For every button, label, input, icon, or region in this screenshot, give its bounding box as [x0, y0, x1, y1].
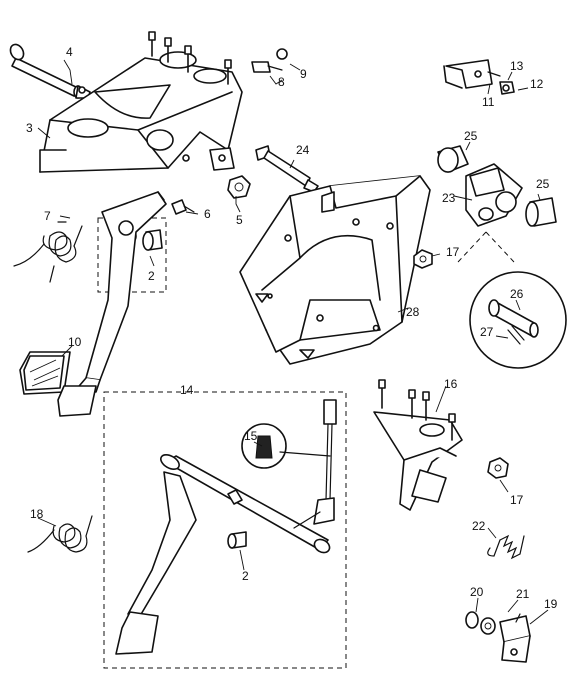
- callout-22: 22: [472, 519, 486, 533]
- clutch-pedal-assembly: [115, 399, 337, 655]
- callout-11: 11: [482, 95, 495, 109]
- callout-24: 24: [296, 143, 310, 157]
- callout-2-upper: 2: [148, 269, 155, 283]
- small-spring: [487, 534, 525, 560]
- brake-pedal-arm: [73, 191, 167, 393]
- callout-10: 10: [68, 335, 82, 349]
- small-bracket-set: [443, 59, 515, 95]
- callout-20: 20: [470, 585, 484, 599]
- main-mounting-bracket: [239, 175, 431, 365]
- callout-14: 14: [180, 383, 194, 397]
- pedal-pad: [19, 351, 97, 417]
- callout-labels: 4 3 8 9 13 12 11 25 24 23 25 5 6 7 2 17 …: [26, 45, 558, 611]
- callout-15: 15: [244, 429, 258, 443]
- callout-3: 3: [26, 121, 33, 135]
- callout-5: 5: [236, 213, 243, 227]
- nut-and-bolt: [171, 175, 251, 215]
- clevis-pin-detail: [469, 271, 567, 369]
- callout-8: 8: [278, 75, 285, 89]
- callout-13: 13: [510, 59, 524, 73]
- clip-bracket-set: [465, 611, 531, 663]
- callout-28: 28: [406, 305, 420, 319]
- callout-6: 6: [204, 207, 211, 221]
- callout-26: 26: [510, 287, 524, 301]
- callout-25-top: 25: [464, 129, 478, 143]
- clutch-mount-bracket: [373, 379, 463, 511]
- leader-lines: [37, 59, 549, 625]
- callout-16: 16: [444, 377, 458, 391]
- callout-4: 4: [66, 45, 73, 59]
- callout-23: 23: [442, 191, 456, 205]
- callout-17-lower: 17: [510, 493, 524, 507]
- bolt-and-washer: [251, 48, 288, 73]
- callout-27: 27: [480, 325, 494, 339]
- callout-19: 19: [544, 597, 558, 611]
- pedal-shaft-pin: [9, 43, 91, 99]
- nut-upper: [413, 249, 433, 269]
- callout-21: 21: [516, 587, 530, 601]
- pedal-box-bracket: [39, 31, 243, 173]
- clutch-pedal-inset: [103, 391, 347, 669]
- callout-12: 12: [530, 77, 544, 91]
- callout-9: 9: [300, 67, 307, 81]
- return-spring-lower: [27, 515, 93, 553]
- return-spring-upper: [13, 221, 83, 283]
- callout-17-upper: 17: [446, 245, 460, 259]
- nut-lower: [487, 457, 509, 479]
- callout-18: 18: [30, 507, 44, 521]
- callout-25-right: 25: [536, 177, 550, 191]
- pivot-lever: [437, 145, 557, 263]
- callout-2-lower: 2: [242, 569, 249, 583]
- callout-7: 7: [44, 209, 51, 223]
